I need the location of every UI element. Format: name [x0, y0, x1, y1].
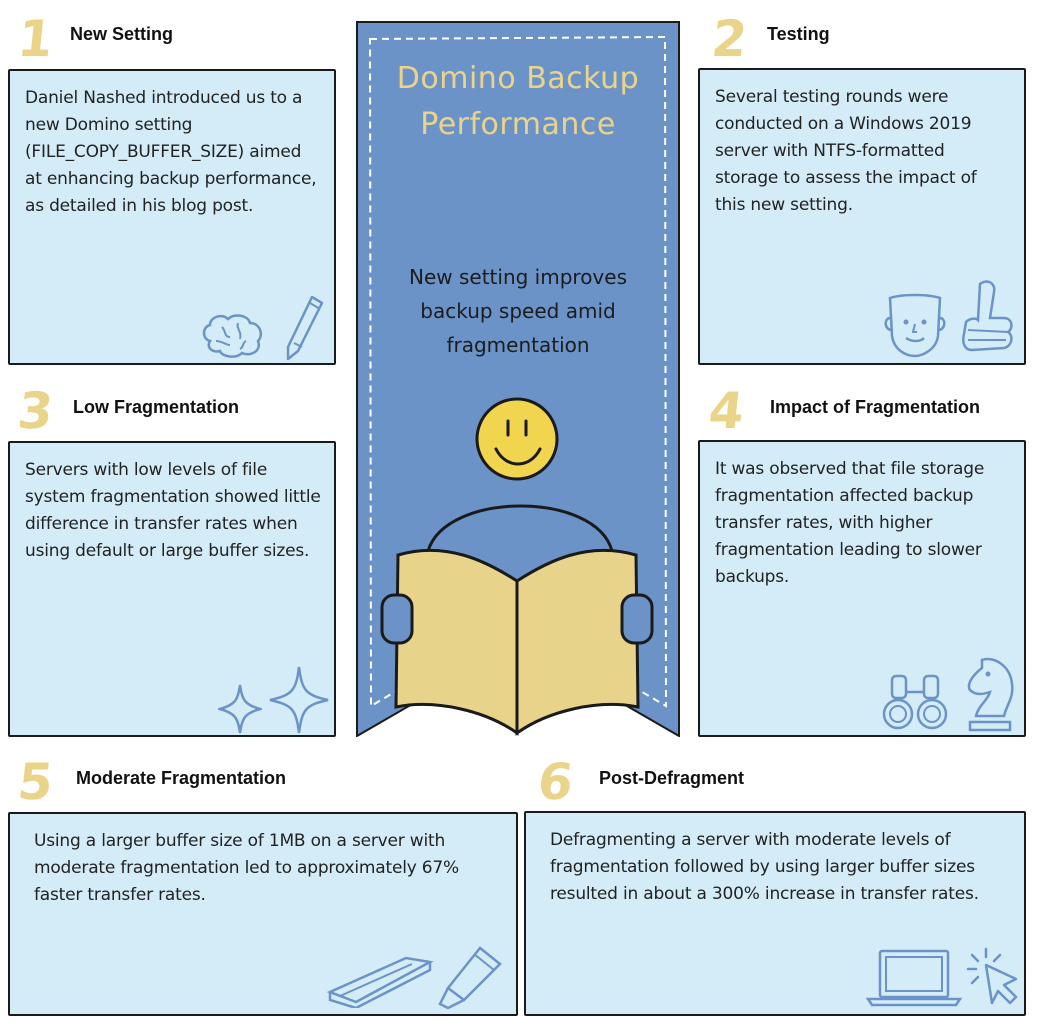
section-1-number: 1 — [14, 10, 56, 68]
foam-finger-icon — [958, 278, 1018, 358]
cursor-click-icon — [966, 947, 1022, 1007]
section-5-card: Using a larger buffer size of 1MB on a s… — [8, 812, 518, 1016]
section-4-number: 4 — [705, 382, 747, 440]
section-5-number: 5 — [14, 753, 56, 811]
pen-icon — [282, 293, 326, 363]
section-6-card: Defragmenting a server with moderate lev… — [524, 811, 1026, 1016]
section-4-text: It was observed that file storage fragme… — [715, 459, 985, 587]
reading-person-illustration — [380, 397, 654, 736]
section-3-text: Servers with low levels of file system f… — [25, 460, 321, 561]
section-1-card: Daniel Nashed introduced us to a new Dom… — [8, 69, 336, 365]
banner-title: Domino Backup Performance — [396, 61, 640, 142]
section-2-number: 2 — [708, 10, 750, 68]
section-6-number: 6 — [534, 753, 576, 811]
sparkle-large-icon — [268, 665, 330, 735]
section-5-heading: Moderate Fragmentation — [76, 768, 287, 788]
banner-subtitle: New setting improves backup speed amid f… — [409, 265, 627, 357]
section-6-heading: Post-Defragment — [599, 768, 745, 788]
brain-icon — [200, 311, 266, 359]
section-3-heading: Low Fragmentation — [73, 397, 239, 417]
sparkle-small-icon — [218, 683, 262, 735]
binoculars-icon — [882, 672, 948, 732]
laptop-icon — [866, 947, 962, 1009]
section-1-heading: New Setting — [70, 24, 174, 44]
section-3-card: Servers with low levels of file system f… — [8, 441, 336, 737]
section-4-heading: Impact of Fragmentation — [770, 397, 981, 417]
section-6-text: Defragmenting a server with moderate lev… — [550, 830, 979, 904]
section-2-heading: Testing — [767, 24, 830, 44]
section-2-text: Several testing rounds were conducted on… — [715, 87, 977, 215]
section-3-number: 3 — [14, 382, 56, 440]
section-1-text: Daniel Nashed introduced us to a new Dom… — [25, 88, 317, 216]
face-icon — [882, 292, 948, 358]
section-4-card: It was observed that file storage fragme… — [698, 440, 1026, 737]
highlighter-icon — [434, 944, 504, 1014]
section-2-card: Several testing rounds were conducted on… — [698, 68, 1026, 365]
section-5-text: Using a larger buffer size of 1MB on a s… — [34, 831, 459, 905]
book-icon — [326, 952, 436, 1008]
banner — [356, 21, 680, 737]
chess-knight-icon — [962, 654, 1018, 734]
